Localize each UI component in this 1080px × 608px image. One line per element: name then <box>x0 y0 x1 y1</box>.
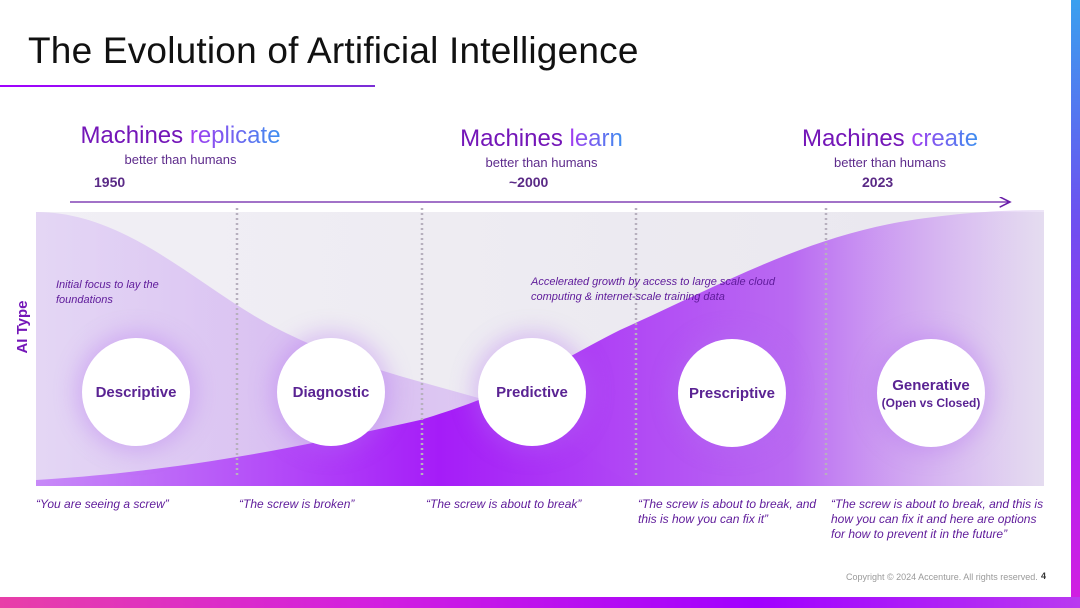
ai-type-sublabel: (Open vs Closed) <box>881 395 981 410</box>
page-title: The Evolution of Artificial Intelligence <box>28 30 639 71</box>
quote-generative: “The screw is about to break, and this i… <box>831 497 1044 541</box>
era-subheading: better than humans <box>833 155 947 170</box>
note-accelerated-growth: Accelerated growth by access to large sc… <box>531 276 775 303</box>
rising-wave <box>36 210 1044 486</box>
ai-type-diagnostic: Diagnostic <box>277 338 385 446</box>
ai-type-label: Predictive <box>496 383 568 401</box>
ai-type-generative: Generative (Open vs Closed) <box>877 339 985 447</box>
era-heading: Machines replicate <box>80 122 281 149</box>
quote-diagnostic: “The screw is broken” <box>239 497 355 511</box>
year-2000: ~2000 <box>509 174 549 190</box>
copyright-text: Copyright © 2024 Accenture. All rights r… <box>846 572 1038 582</box>
quote-descriptive: “You are seeing a screw” <box>36 497 169 511</box>
year-1950: 1950 <box>94 174 126 190</box>
era-subheading: better than humans <box>124 152 237 167</box>
bottom-accent-bar <box>0 597 1080 608</box>
ai-type-label: Descriptive <box>95 383 177 401</box>
ai-type-label: Generative <box>892 376 970 394</box>
ai-type-descriptive: Descriptive <box>82 338 190 446</box>
title-underline <box>0 85 375 87</box>
y-axis-label: AI Type <box>14 300 31 354</box>
era-heading: Machines learn <box>460 125 623 152</box>
right-accent-bar <box>1071 0 1080 608</box>
quote-prescriptive: “The screw is about to break, and this i… <box>638 497 817 526</box>
era-heading: Machines create <box>801 125 979 152</box>
note-initial-focus: Initial focus to lay the foundations <box>56 279 159 306</box>
ai-type-label: Diagnostic <box>292 383 370 401</box>
page-number: 4 <box>1041 571 1047 581</box>
era-subheading: better than humans <box>485 155 598 170</box>
ai-type-predictive: Predictive <box>478 338 586 446</box>
era-replicate: Machines replicate better than humans <box>68 122 293 167</box>
era-learn: Machines learn better than humans <box>444 125 639 170</box>
ai-type-prescriptive: Prescriptive <box>678 339 786 447</box>
era-create: Machines create better than humans <box>790 125 990 170</box>
ai-type-label: Prescriptive <box>689 384 775 402</box>
year-2023: 2023 <box>862 174 894 190</box>
quote-predictive: “The screw is about to break” <box>426 497 582 511</box>
